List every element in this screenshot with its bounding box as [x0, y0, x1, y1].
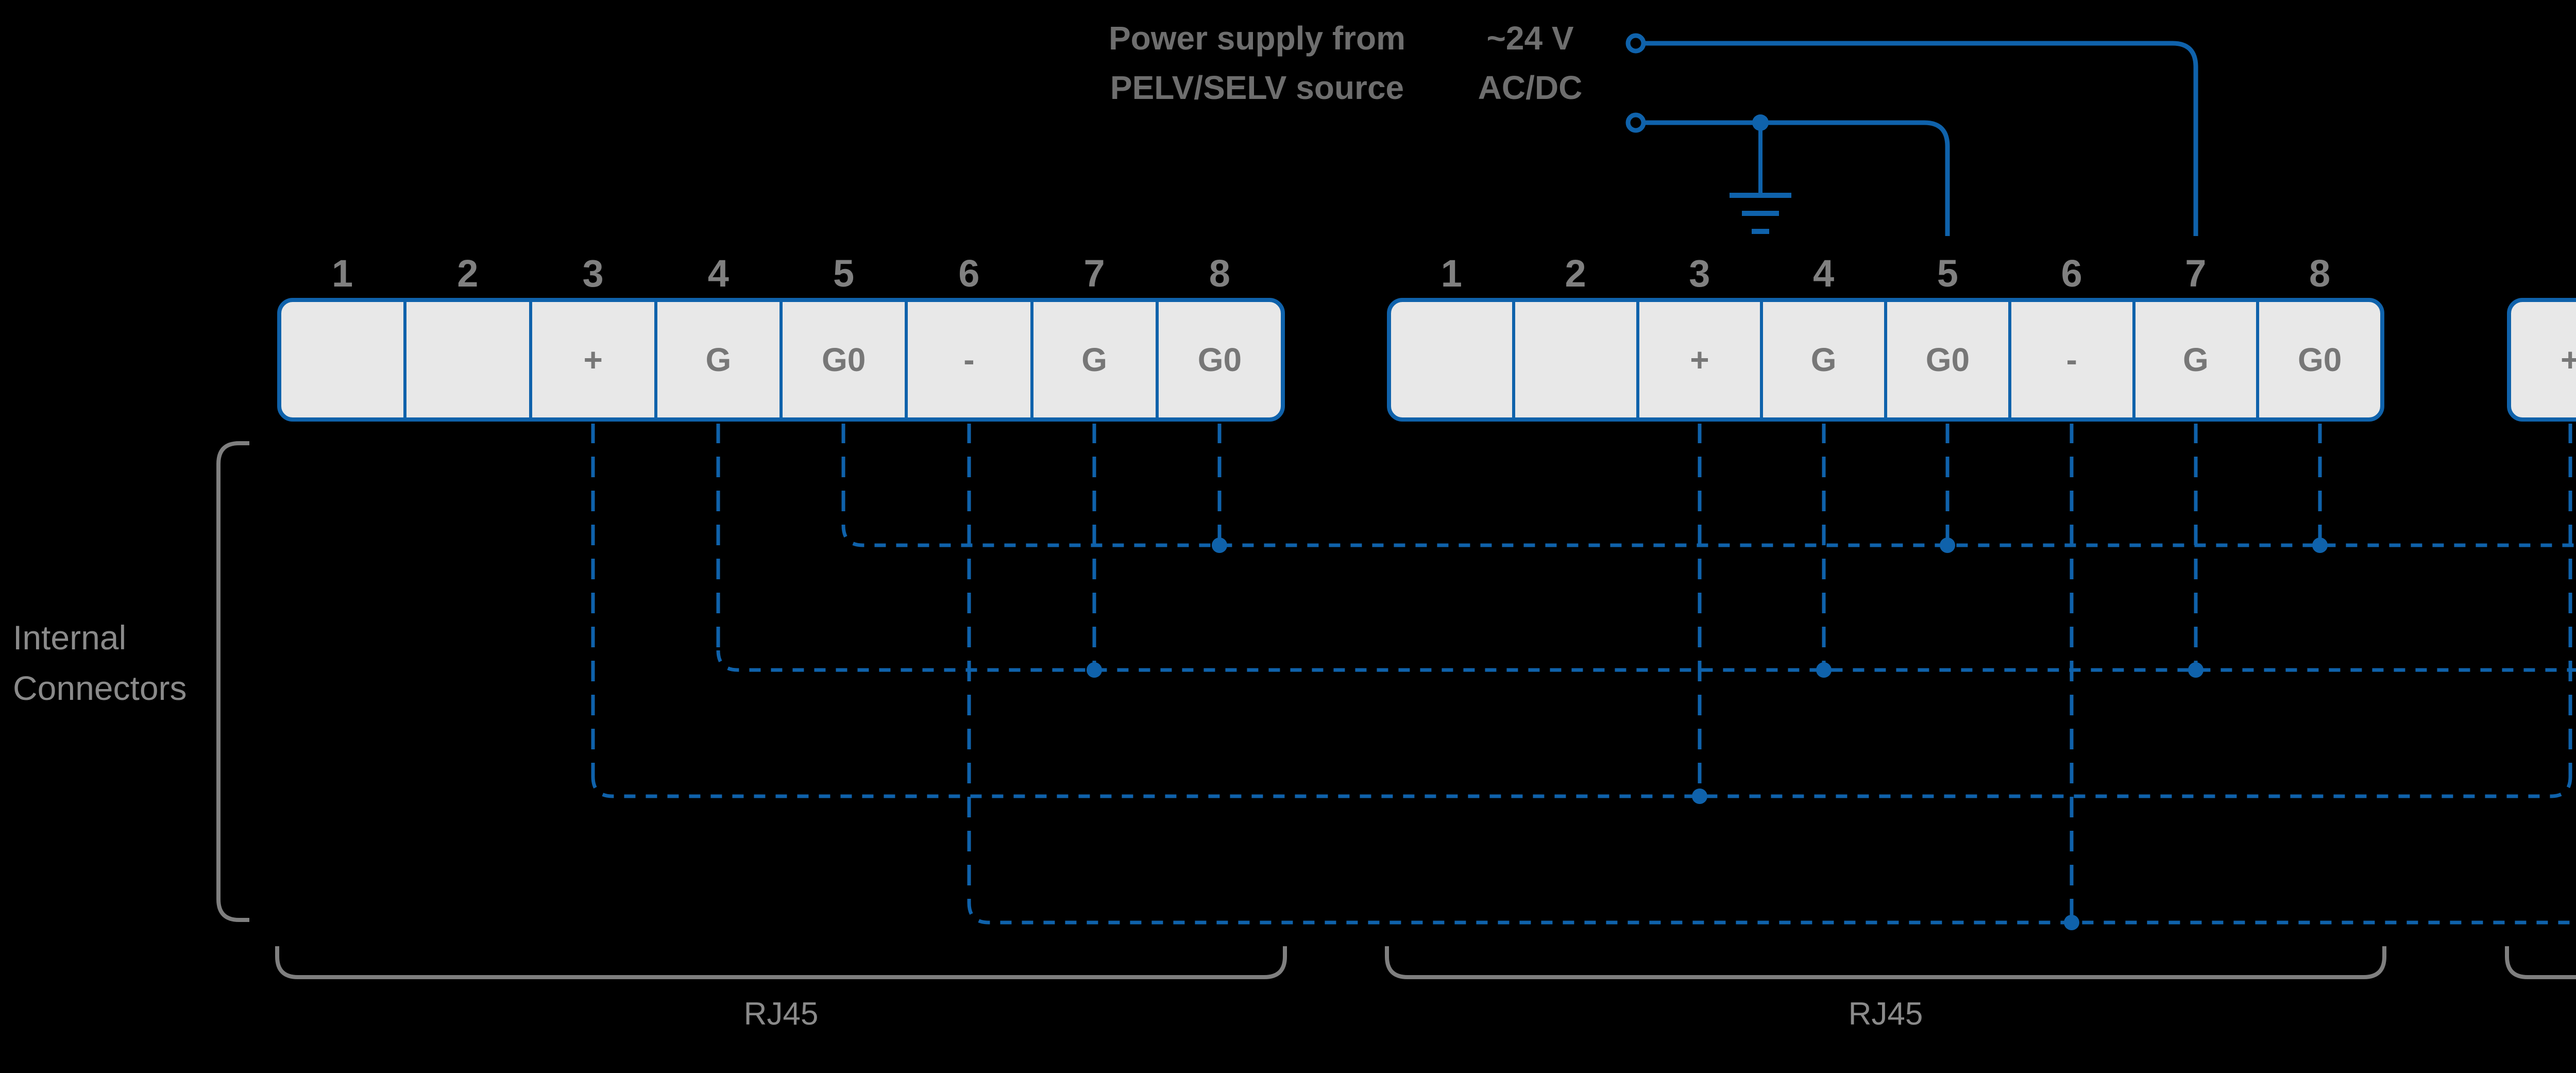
brace-rj45-a — [275, 946, 1287, 979]
rj45-a-pin4-cell: G — [654, 302, 779, 417]
pin-number: 4 — [1813, 252, 1835, 295]
junction-dots — [1087, 114, 2328, 930]
pin-number: 6 — [958, 252, 980, 295]
pin-number: 8 — [1209, 252, 1230, 295]
rj45-a-pin-numbers: 1 2 3 4 5 6 7 8 — [277, 247, 1285, 293]
pin-number: 2 — [457, 252, 479, 295]
rj45-b-pin6-cell: - — [2008, 302, 2132, 417]
rj45-a-pin6-cell: - — [905, 302, 1030, 417]
pin-number: 7 — [2185, 252, 2207, 295]
rj45-b-pin2-cell — [1512, 302, 1636, 417]
supply-wire-top — [1645, 41, 2198, 236]
brace-rj45-b — [1385, 946, 2386, 979]
rj45-a-pin3-cell: + — [529, 302, 654, 417]
pin-number: 5 — [1937, 252, 1958, 295]
rj45-b-pin7-cell: G — [2132, 302, 2257, 417]
pin-number: 7 — [1083, 252, 1105, 295]
pin-number: 2 — [1565, 252, 1586, 295]
rj45-connector-b: + G G0 - G G0 — [1387, 298, 2384, 422]
bus-g0 — [841, 525, 2576, 547]
pin-number: 8 — [2309, 252, 2331, 295]
rj45-b-pin-numbers: 1 2 3 4 5 6 7 8 — [1387, 247, 2384, 293]
rj45-b-caption: RJ45 — [1848, 996, 1923, 1032]
rj45-b-pin4-cell: G — [1760, 302, 1884, 417]
rj45-b-pin5-cell: G0 — [1884, 302, 2008, 417]
power-source-label: Power supply from PELV/SELV source — [1051, 13, 1463, 112]
pin-stubs — [591, 424, 2572, 442]
rj45-a-pin7-cell: G — [1030, 302, 1156, 417]
internal-connectors-line1: Internal — [13, 618, 127, 657]
internal-connectors-label: Internal Connectors — [13, 612, 187, 713]
rj45-a-pin1-cell — [281, 302, 403, 417]
rj45-b-pin3-cell: + — [1636, 302, 1760, 417]
pin-number: 1 — [332, 252, 353, 295]
power-source-line2: PELV/SELV source — [1110, 69, 1404, 106]
bus-g — [716, 650, 2576, 672]
brace-screw-terminal — [2505, 946, 2576, 979]
rj45-a-pin2-cell — [403, 302, 529, 417]
rj45-a-caption: RJ45 — [743, 996, 819, 1032]
voltage-label: ~24 V AC/DC — [1453, 13, 1607, 112]
voltage-line1: ~24 V — [1486, 20, 1574, 57]
voltage-line2: AC/DC — [1478, 69, 1583, 106]
internal-connectors-line2: Connectors — [13, 669, 187, 707]
power-source-line1: Power supply from — [1108, 20, 1406, 57]
screw-terminal-connector: + - G0 G — [2507, 298, 2576, 422]
bus-plus — [591, 776, 2572, 798]
supply-terminal-bottom-icon — [1625, 112, 1646, 133]
pin-number: 3 — [582, 252, 604, 295]
pin-number: 6 — [2061, 252, 2082, 295]
screw-plus-cell: + — [2560, 341, 2576, 378]
rj45-connector-a: + G G0 - G G0 — [277, 298, 1285, 422]
bus-minus — [967, 902, 2576, 925]
pin-number: 4 — [707, 252, 729, 295]
rj45-b-pin8-cell: G0 — [2256, 302, 2380, 417]
supply-terminal-top-icon — [1625, 33, 1646, 54]
ground-icon — [1730, 193, 1791, 234]
internal-connectors-bracket — [216, 441, 249, 922]
rj45-b-pin1-cell — [1391, 302, 1512, 417]
pin-number: 5 — [833, 252, 855, 295]
rj45-a-pin5-cell: G0 — [779, 302, 905, 417]
pin-number: 1 — [1440, 252, 1462, 295]
rj45-a-pin8-cell: G0 — [1155, 302, 1281, 417]
supply-wire-bottom — [1645, 120, 1950, 236]
pin-number: 3 — [1689, 252, 1710, 295]
